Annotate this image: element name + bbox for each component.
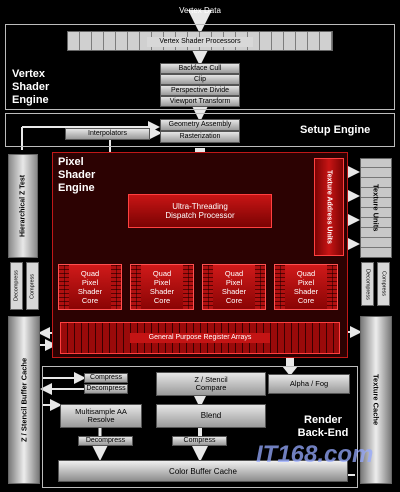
pixel-engine-title: Pixel Shader Engine (58, 156, 96, 194)
clip-step: Clip (160, 74, 240, 85)
geometry-assembly-box: Geometry Assembly (160, 119, 240, 131)
alpha-fog-box: Alpha / Fog (268, 374, 350, 394)
z-stencil-buffer-cache-box: Z / Stencil Buffer Cache (8, 316, 40, 484)
backend-compress-box: Compress (84, 373, 128, 383)
hierarchical-z-test-box: Hierarchical Z Test (8, 154, 38, 258)
texture-cache-box: Texture Cache (360, 316, 392, 484)
setup-engine-title: Setup Engine (300, 124, 371, 136)
watermark-logo: IT168.com (256, 441, 374, 468)
right-compress-box: Compress (377, 262, 390, 306)
interpolators-box: Interpolators (65, 128, 150, 140)
texture-address-units-box: Texture Address Units (314, 158, 344, 256)
ultra-threading-dispatch-processor: Ultra-Threading Dispatch Processor (128, 194, 272, 228)
z-stencil-compare-box: Z / Stencil Compare (156, 372, 266, 396)
render-back-end-panel (42, 366, 358, 488)
vertex-data-label: Vertex Data (179, 6, 221, 15)
backface-cull-step: Backface Cull (160, 63, 240, 74)
right-decompress-box: Decompress (361, 262, 374, 306)
viewport-transform-step: Viewport Transform (160, 96, 240, 107)
texture-units-box: Texture Units (360, 158, 392, 258)
vertex-engine-title: Vertex Shader Engine (12, 68, 50, 106)
color-buffer-cache-box: Color Buffer Cache (58, 460, 348, 482)
color-compress-box: Compress (172, 436, 227, 446)
backend-decompress-box: Decompress (84, 384, 128, 394)
rasterization-box: Rasterization (160, 131, 240, 143)
blend-box: Blend (156, 404, 266, 428)
vertex-shader-engine-panel (5, 24, 395, 110)
perspective-divide-step: Perspective Divide (160, 85, 240, 96)
setup-engine-panel (5, 113, 395, 147)
left-decompress-box: Decompress (10, 262, 23, 310)
multisample-aa-resolve-box: Multisample AA Resolve (60, 404, 142, 428)
vertex-shader-processors-label: Vertex Shader Processors (147, 37, 253, 47)
register-arrays-label: General Purpose Register Arrays (130, 333, 270, 343)
render-back-end-title: Render Back-End (297, 414, 349, 439)
left-compress-box: Compress (26, 262, 39, 310)
color-decompress-box: Decompress (78, 436, 133, 446)
